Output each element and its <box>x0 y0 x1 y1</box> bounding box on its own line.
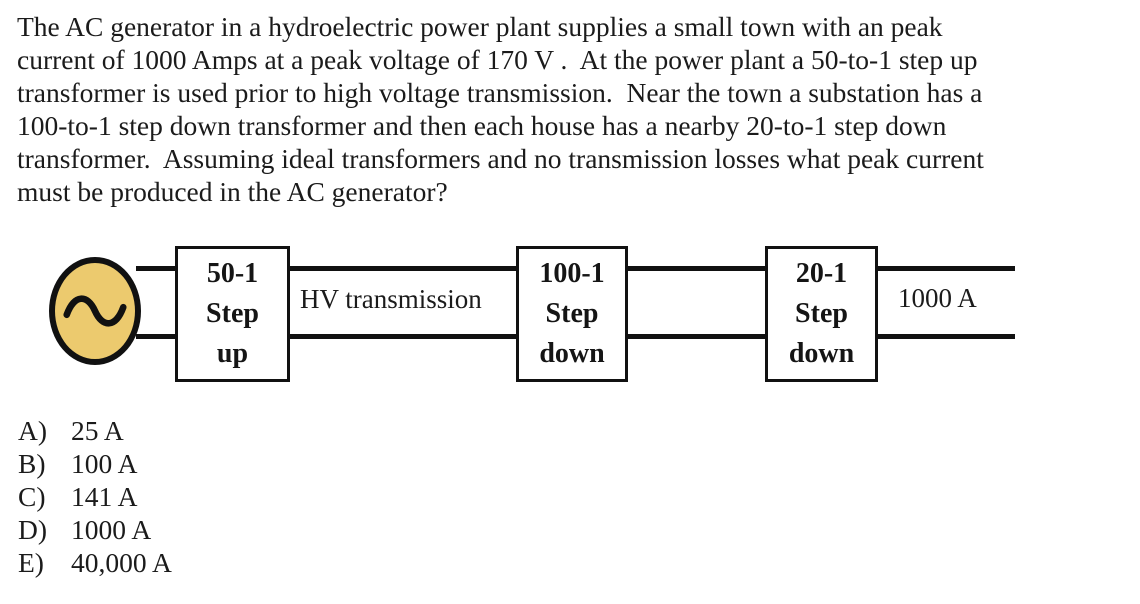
transformer-box-label: 100-1 <box>539 258 605 289</box>
choice-letter: E) <box>18 547 44 578</box>
wire-segment <box>877 334 1015 339</box>
choice-row-a: A) 25 A <box>18 414 172 447</box>
choice-value: 40,000 A <box>71 547 172 578</box>
wire-segment <box>136 266 177 271</box>
transformer-box-step-up: 50-1 Step up <box>175 246 290 382</box>
transformer-box-label: down <box>788 338 855 369</box>
wire-segment <box>627 266 766 271</box>
transformer-box-step-down-100: 100-1 Step down <box>516 246 628 382</box>
problem-line: transformer is used prior to high voltag… <box>17 77 983 108</box>
choice-value: 25 A <box>71 415 124 446</box>
output-current-label: 1000 A <box>898 283 977 313</box>
transformer-box-label: Step <box>795 298 848 329</box>
answer-choices: A) 25 A B) 100 A C) 141 A D) 1000 A E) 4… <box>18 414 172 579</box>
choice-letter: C) <box>18 481 46 512</box>
wire-segment <box>877 266 1015 271</box>
choice-value: 1000 A <box>71 514 152 545</box>
ac-generator-symbol <box>49 257 141 365</box>
transformer-box-label: 50-1 <box>206 258 259 289</box>
choice-row-b: B) 100 A <box>18 447 172 480</box>
choice-value: 141 A <box>71 481 138 512</box>
problem-line: 100-to-1 step down transformer and then … <box>17 110 947 141</box>
problem-line: must be produced in the AC generator? <box>17 176 448 207</box>
transformer-box-step-down-20: 20-1 Step down <box>765 246 878 382</box>
choice-row-e: E) 40,000 A <box>18 546 172 579</box>
wire-segment <box>289 334 517 339</box>
choice-row-c: C) 141 A <box>18 480 172 513</box>
choice-letter: B) <box>18 448 46 479</box>
transformer-box-label: up <box>216 338 249 369</box>
choice-value: 100 A <box>71 448 138 479</box>
sine-wave-icon <box>63 295 127 327</box>
transformer-box-label: 20-1 <box>795 258 848 289</box>
choice-letter: D) <box>18 514 48 545</box>
choice-letter: A) <box>18 415 48 446</box>
wire-segment <box>289 266 517 271</box>
problem-line: transformer. Assuming ideal transformers… <box>17 143 984 174</box>
transformer-box-label: Step <box>545 298 599 329</box>
problem-line: The AC generator in a hydroelectric powe… <box>17 11 943 42</box>
transformer-box-label: down <box>539 338 605 369</box>
wire-segment <box>627 334 766 339</box>
wire-segment <box>136 334 177 339</box>
problem-line: current of 1000 Amps at a peak voltage o… <box>17 44 978 75</box>
problem-statement: The AC generator in a hydroelectric powe… <box>17 10 1133 208</box>
transformer-box-label: Step <box>206 298 259 329</box>
hv-transmission-label: HV transmission <box>300 284 482 314</box>
choice-row-d: D) 1000 A <box>18 513 172 546</box>
